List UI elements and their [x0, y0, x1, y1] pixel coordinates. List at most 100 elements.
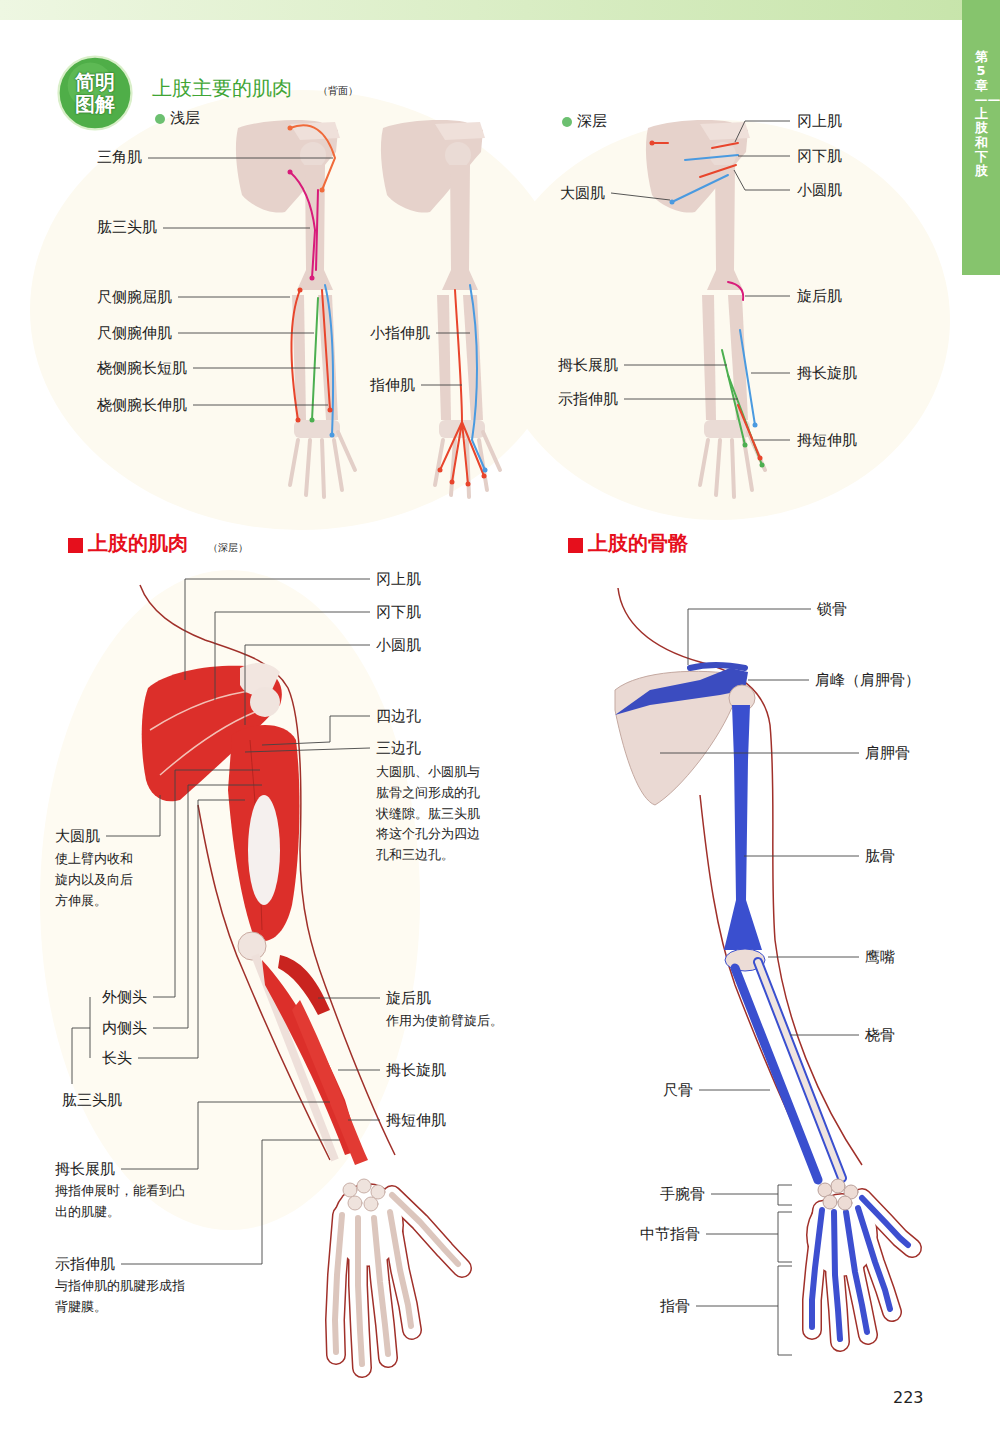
muscle-label: 拇长旋肌 [797, 364, 857, 382]
arm-outline [140, 585, 395, 1160]
muscle-label: 冈下肌 [797, 147, 842, 165]
leader-line [699, 1090, 770, 1091]
leader-line [688, 609, 811, 665]
muscle-label: 三边孔 [376, 739, 421, 757]
skeleton-sketch [646, 120, 765, 497]
muscle-label: 拇短伸肌 [797, 431, 857, 449]
muscle-label: 拇短伸肌 [386, 1111, 446, 1129]
muscle-line [290, 125, 762, 484]
hand-outline [834, 1212, 840, 1339]
forearm-muscle [255, 955, 368, 1165]
leader-line [121, 1102, 330, 1169]
leader-line [421, 385, 462, 386]
hand-outline [343, 1183, 357, 1197]
section-marker [568, 538, 583, 553]
muscle-end-dot [758, 456, 763, 461]
scapula-bone [690, 665, 745, 668]
muscle-end-dot [650, 141, 655, 146]
hand-outline [358, 1218, 362, 1364]
hand-outline [332, 1179, 462, 1368]
leader-line [624, 399, 738, 400]
upper-arm-muscle [228, 725, 299, 960]
leader-line [215, 612, 370, 700]
leader-line [611, 193, 670, 200]
bone-label: 肱骨 [865, 847, 895, 865]
leader-line [318, 998, 380, 999]
hand-outline [812, 1198, 912, 1342]
badge-shape [59, 57, 132, 130]
note-text: 大圆肌、小圆肌与 肱骨之间形成的孔 状缝隙。肱三头肌 将这个孔分为四边 孔和三边… [376, 762, 488, 866]
view-label: （背面） [318, 85, 358, 97]
upper-arm-muscle [248, 795, 280, 905]
leader-line [711, 1194, 778, 1195]
hand-outline [823, 1195, 837, 1209]
section-marker [68, 538, 83, 553]
upper-arm-muscle [238, 932, 266, 960]
leader-line [338, 1070, 380, 1071]
muscle-end-dot [466, 482, 471, 487]
leader-line [153, 770, 260, 997]
bone-label: 手腕骨 [660, 1185, 705, 1203]
muscle-label: 小指伸肌 [370, 324, 430, 342]
leader-line [153, 785, 262, 1028]
note-text: 使上臂内收和 旋内以及向后 方伸展。 [55, 849, 139, 911]
muscle-line [440, 422, 484, 484]
leader-line [185, 579, 370, 680]
layer-dot [562, 117, 572, 127]
muscle-label: 内侧头 [102, 1019, 147, 1037]
muscle-line [470, 285, 485, 470]
forearm-muscle [278, 955, 330, 1015]
muscle-end-dot [482, 474, 487, 479]
muscle-label: 小圆肌 [797, 181, 842, 199]
chapter-tab: 第5章——上肢和下肢 [962, 0, 1000, 275]
bone-label: 尺骨 [663, 1081, 693, 1099]
bracket [778, 1266, 792, 1355]
muscle-line [728, 282, 743, 300]
bone-label: 鹰嘴 [865, 948, 895, 966]
muscle-line [291, 290, 300, 420]
hand-outline [812, 1210, 822, 1330]
hand-outline [357, 1179, 371, 1193]
muscle-label: 桡侧腕长短肌 [97, 359, 187, 377]
leader-line [734, 170, 790, 190]
bone-label: 指骨 [660, 1297, 690, 1315]
muscle-end-dot [310, 276, 315, 281]
leader-line [768, 957, 859, 958]
leader-line [106, 795, 160, 836]
muscle-line [722, 350, 745, 445]
muscle-label: 拇长展肌 [558, 356, 618, 374]
shoulder-muscle [250, 687, 280, 717]
leader-line [790, 1035, 859, 1036]
muscle-label: 桡侧腕长伸肌 [97, 396, 187, 414]
leader-line [262, 716, 370, 745]
muscle-label: 三角肌 [97, 148, 142, 166]
muscle-line [685, 155, 738, 160]
arm-outline [140, 585, 395, 1155]
arm-outline [700, 795, 815, 1170]
leader-line [178, 297, 290, 298]
muscle-label: 旋后肌 [797, 287, 842, 305]
leader-line [138, 800, 245, 1058]
bracket [778, 1212, 792, 1262]
hand-outline [392, 1195, 458, 1264]
hand-outline [335, 1215, 342, 1355]
muscle-label: 拇长展肌 [55, 1160, 115, 1178]
hand-outline [335, 1195, 458, 1364]
chapter-text: 第5章——上肢和下肢 [975, 50, 988, 179]
muscle-end-dot [288, 126, 293, 131]
section-heading: 上肢的骨骼 [588, 531, 688, 555]
page-title: 上肢主要的肌肉 [152, 76, 292, 100]
hand-outline [812, 1210, 822, 1330]
hand-outline [390, 1212, 412, 1330]
muscle-end-dot [753, 423, 758, 428]
leader-line [754, 440, 790, 441]
leader-line [738, 156, 790, 157]
muscle-end-dot [288, 126, 765, 487]
muscle-line [316, 190, 318, 270]
muscle-end-dot [298, 288, 303, 293]
leader-line [245, 748, 370, 752]
page-background [490, 120, 950, 520]
scapula-bone [615, 668, 748, 715]
hand-outline [348, 1196, 362, 1210]
note-text: 与指伸肌的肌腱形成指 背腱膜。 [55, 1276, 191, 1318]
